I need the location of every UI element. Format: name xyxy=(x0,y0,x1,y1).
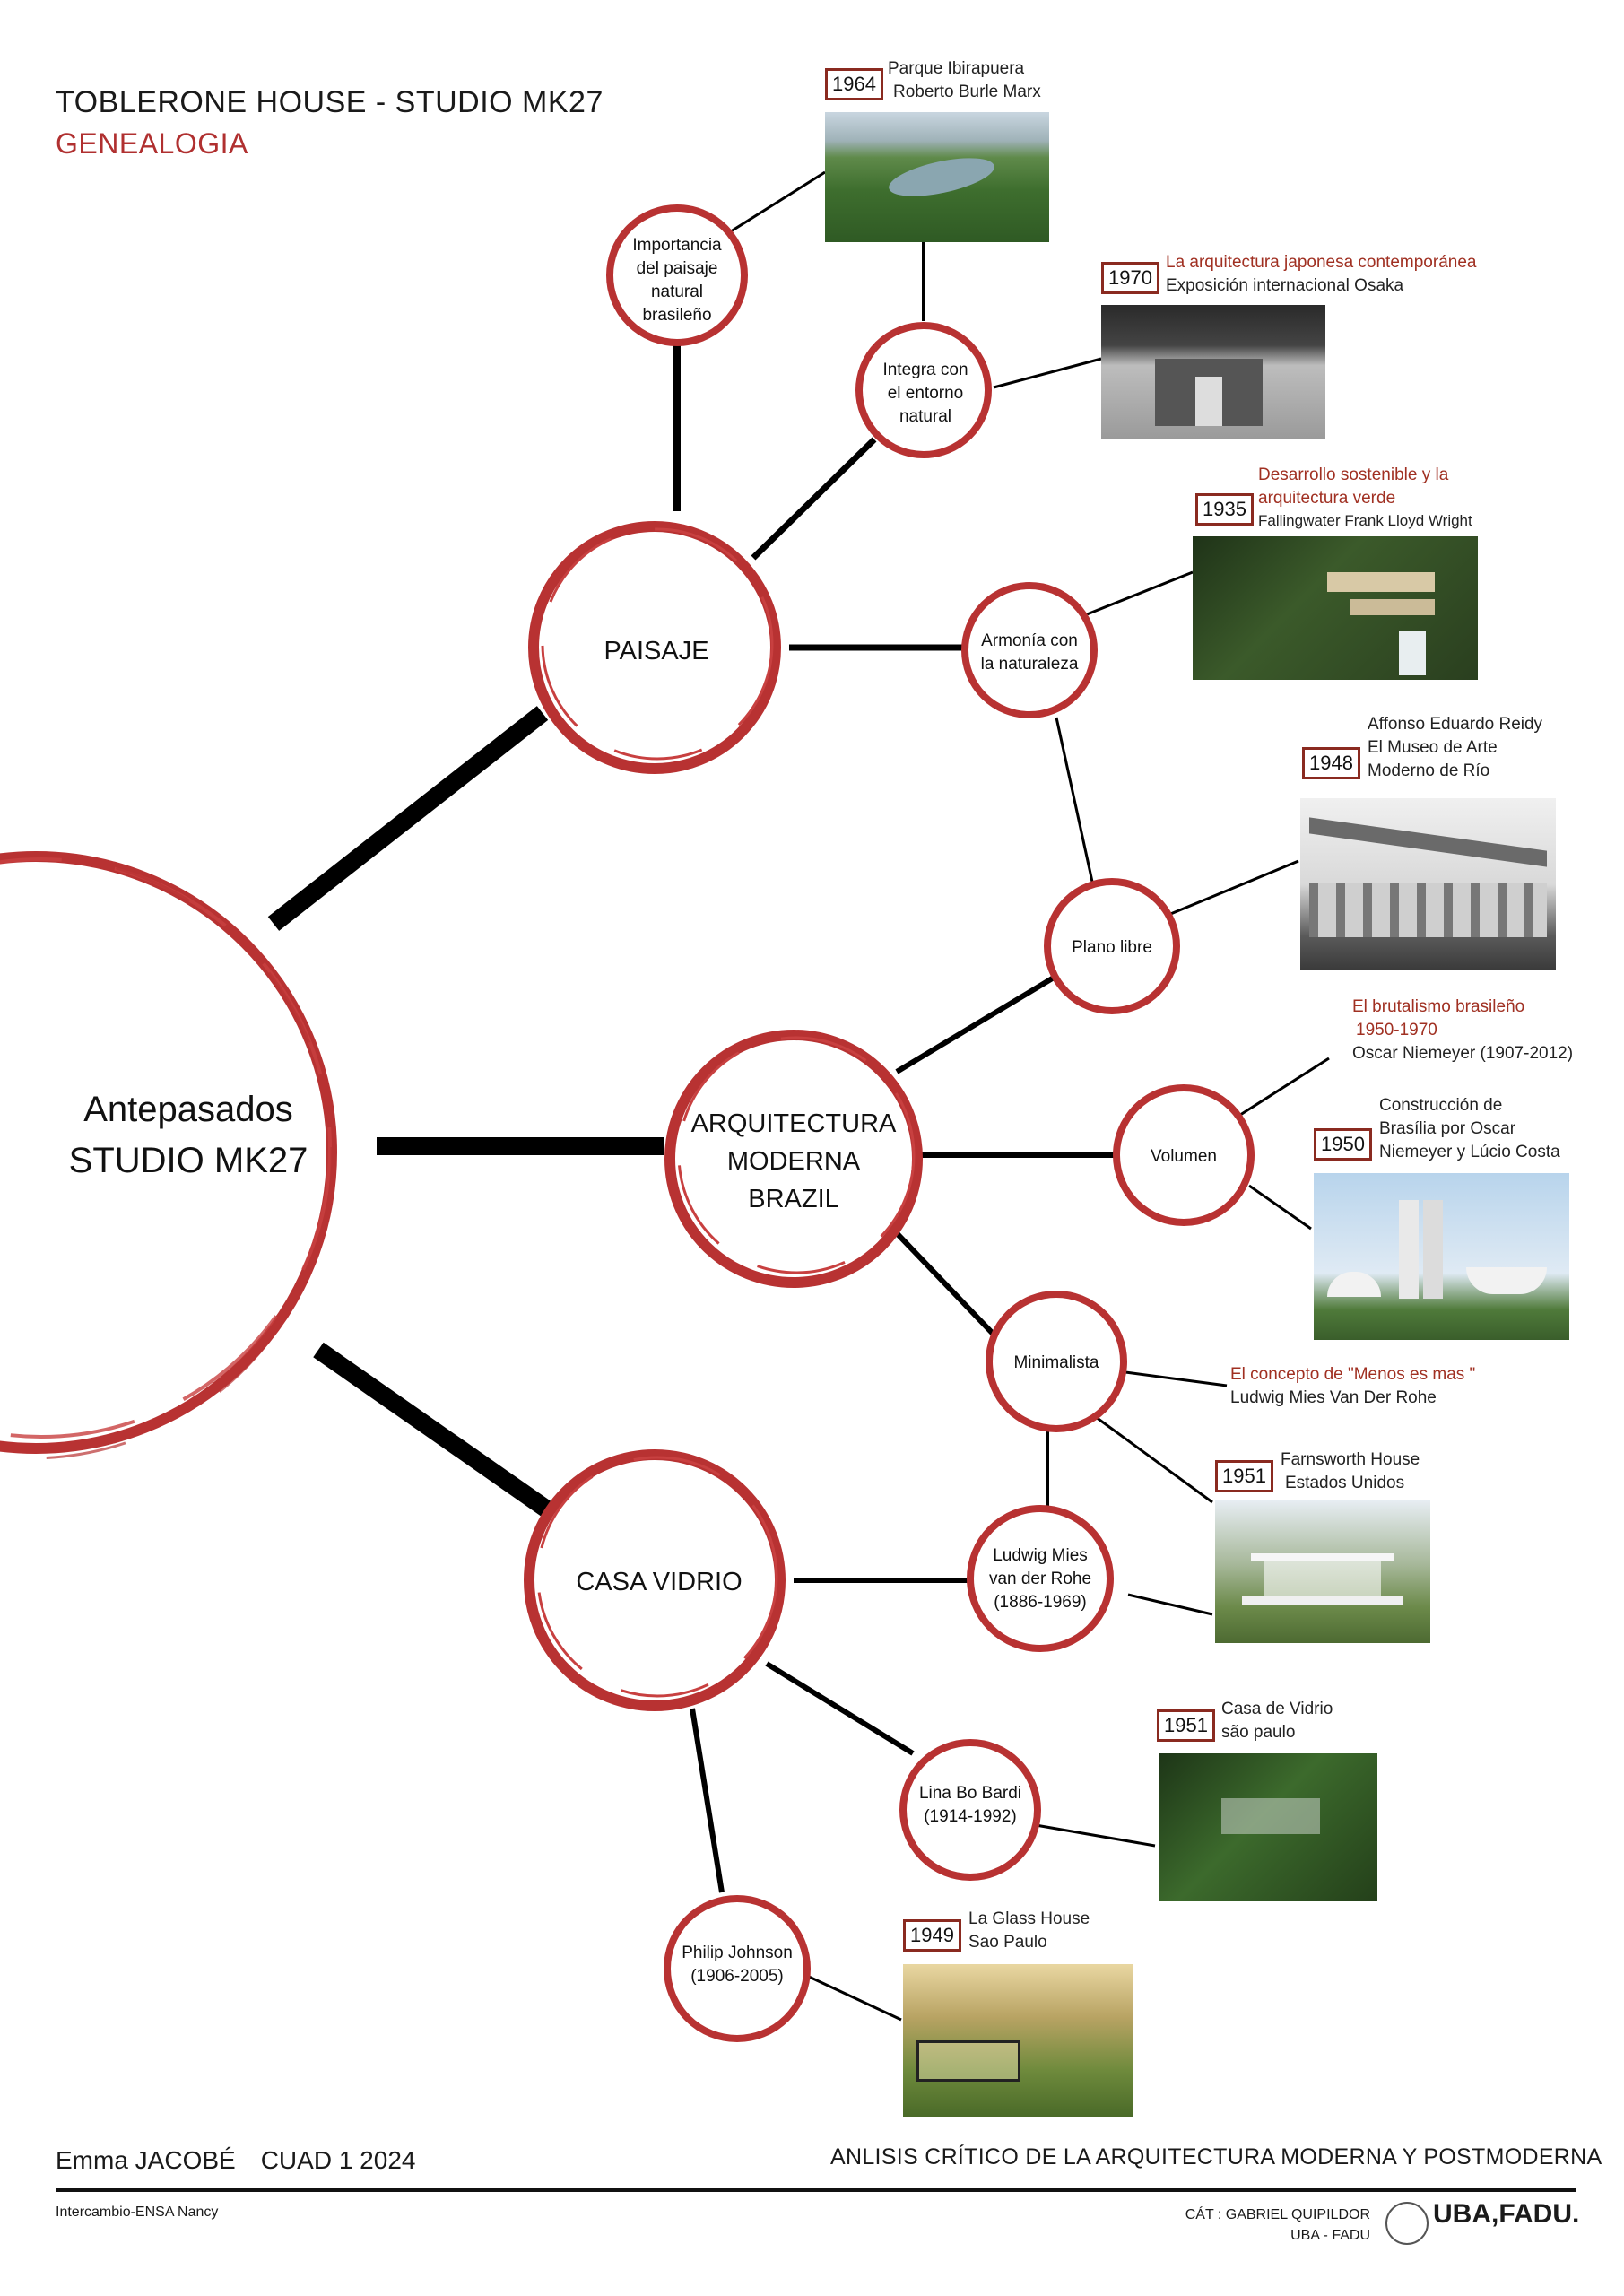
year-badge-brasilia: 1950 xyxy=(1314,1128,1372,1161)
node-lina xyxy=(899,1739,1041,1881)
year-badge-fallingwater: 1935 xyxy=(1195,493,1254,526)
edge-armonia-fallingwater xyxy=(1086,570,1194,616)
edge-minimalista-menos xyxy=(1125,1370,1228,1387)
casavidrio-label: CASA VIDRIO xyxy=(576,1568,742,1596)
note-fallingwater: Fallingwater Frank Lloyd Wright xyxy=(1258,512,1472,529)
year-badge-farnsworth: 1951 xyxy=(1215,1460,1273,1492)
node-mies xyxy=(967,1505,1114,1652)
footer-subject: ANLISIS CRÍTICO DE LA ARQUITECTURA MODER… xyxy=(830,2144,1602,2170)
philip-label: Philip Johnson(1906-2005) xyxy=(682,1944,793,1986)
uba-fadu-logo: UBA,FADU. xyxy=(1433,2199,1580,2229)
edge-armonia-plano xyxy=(1055,717,1094,883)
edge-importancia-ibirapuera xyxy=(730,170,826,233)
edge-mies-farnsworth xyxy=(1127,1593,1213,1616)
node-armonia xyxy=(961,582,1098,718)
paisaje-label: PAISAJE xyxy=(604,637,708,665)
edge-volumen-brutalismo xyxy=(1237,1057,1330,1118)
footer-rule xyxy=(56,2188,1576,2192)
year-badge-casadevidrio: 1951 xyxy=(1157,1709,1215,1742)
edge-minimalista-farnsworth xyxy=(1095,1415,1213,1504)
photo-casadevidrio xyxy=(1159,1753,1377,1901)
edge-casavidrio-philip xyxy=(690,1708,725,1893)
edge-philip-glasshouse xyxy=(806,1974,902,2022)
photo-glasshouse xyxy=(903,1964,1133,2117)
photo-ibirapuera xyxy=(825,112,1049,242)
edge-arquitectura-plano xyxy=(895,975,1055,1074)
page-subtitle: GENEALOGIA xyxy=(56,127,248,160)
edge-lina-casadevidrio xyxy=(1035,1823,1156,1848)
year-badge-ibirapuera: 1964 xyxy=(825,68,883,100)
connectors xyxy=(267,170,1330,2022)
page-title: TOBLERONE HOUSE - STUDIO MK27 xyxy=(56,85,604,119)
edge-casavidrio-lina xyxy=(765,1661,915,1756)
photo-fallingwater xyxy=(1193,536,1478,680)
photo-reidy xyxy=(1300,798,1556,970)
photo-farnsworth xyxy=(1215,1500,1430,1643)
node-plano-libre xyxy=(1044,878,1180,1014)
photo-osaka xyxy=(1101,305,1325,439)
node-philip xyxy=(664,1895,811,2042)
note-menos: El concepto de "Menos es mas "Ludwig Mie… xyxy=(1230,1365,1476,1407)
node-casavidrio xyxy=(524,1449,786,1711)
minimalista-label: Minimalista xyxy=(1013,1353,1099,1372)
plano-libre-label: Plano libre xyxy=(1072,938,1152,957)
lina-label: Lina Bo Bardi(1914-1992) xyxy=(919,1784,1021,1826)
edge-arquitectura-minimalista xyxy=(894,1231,1000,1341)
year-badge-reidy: 1948 xyxy=(1302,747,1360,779)
edge-root-casavidrio xyxy=(313,1342,561,1524)
root-node xyxy=(0,851,337,1460)
year-badge-glasshouse: 1949 xyxy=(903,1919,961,1952)
edge-plano-reidy xyxy=(1168,859,1299,917)
photo-brasilia xyxy=(1314,1173,1569,1340)
volumen-label: Volumen xyxy=(1151,1147,1217,1166)
edge-volumen-brasilia xyxy=(1248,1184,1312,1231)
uba-seal-icon xyxy=(1385,2202,1429,2245)
edge-integra-osaka xyxy=(993,357,1102,389)
edge-paisaje-integra xyxy=(751,437,877,561)
node-minimalista xyxy=(986,1291,1127,1432)
year-badge-osaka: 1970 xyxy=(1101,262,1159,294)
node-integra xyxy=(855,322,992,458)
footer-exchange: Intercambio-ENSA Nancy xyxy=(56,2205,219,2220)
node-arquitectura xyxy=(664,1030,923,1288)
edge-root-paisaje xyxy=(267,706,549,931)
node-importancia xyxy=(606,204,748,346)
node-volumen xyxy=(1113,1084,1255,1226)
node-paisaje xyxy=(528,521,781,774)
